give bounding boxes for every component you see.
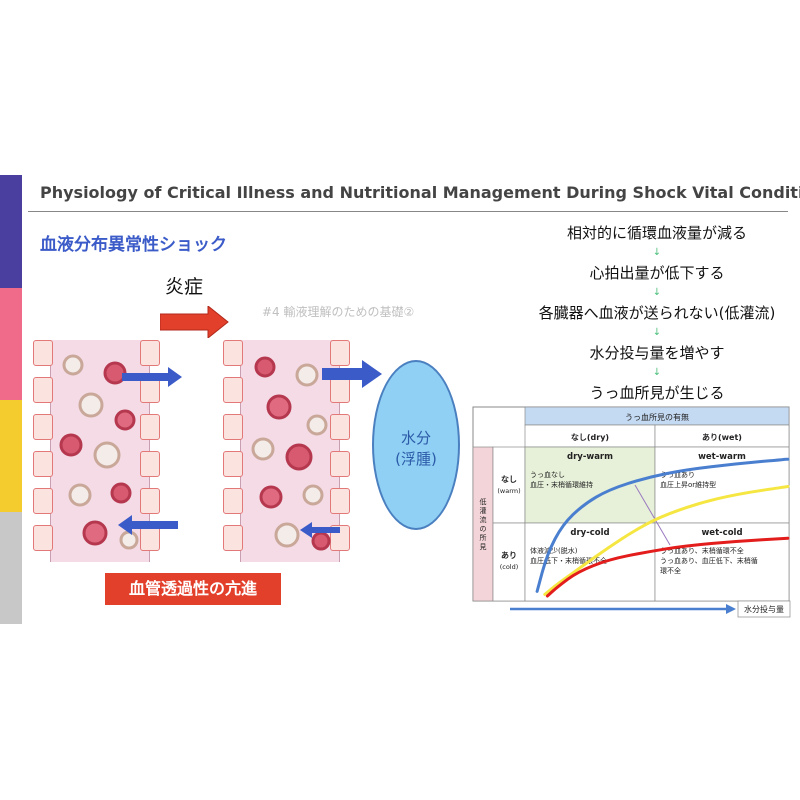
band-yellow	[0, 400, 22, 512]
row-axis-cell	[472, 446, 494, 602]
quadrant-text-dry-warm-2: 血圧・末梢循環維持	[530, 480, 593, 489]
flow-arrow-3: ↓	[652, 327, 662, 338]
quadrant-text-dry-cold-2: 血圧低下・末梢循環不全	[530, 556, 607, 565]
x-axis-label-box	[737, 600, 791, 618]
flow-step-5: うっ血所見が生じる	[589, 384, 725, 402]
slide-watermark: #4 輸液理解のための基礎②	[262, 305, 415, 319]
series-layer	[535, 457, 790, 598]
water-edema-ellipse: 水分 (浮腫)	[372, 360, 460, 530]
row-axis-glyph: の	[480, 525, 487, 533]
quadrant-text-wet-cold-2: うっ血あり、血圧低下、末梢循	[660, 556, 758, 565]
quadrant-dry-warm	[524, 446, 656, 524]
quadrant-title-wet-warm: wet-warm	[698, 452, 746, 462]
slide-title: Physiology of Critical Illness and Nutri…	[40, 183, 800, 202]
quadrant-text-dry-warm-1: うっ血なし	[530, 470, 565, 479]
row-header-warm	[492, 446, 526, 524]
row-header-warm-sub: (warm)	[497, 487, 520, 495]
quadrant-text-dry-cold-1: 体液減少(脱水)	[530, 546, 578, 555]
quadrant-text-wet-cold-1: うっ血あり、末梢循環不全	[660, 546, 744, 555]
pointer-line	[634, 484, 671, 546]
arrow-out-before	[118, 515, 178, 535]
flow-arrow-1: ↓	[652, 247, 662, 258]
row-axis-glyph: 見	[480, 543, 487, 551]
permeability-label: 血管透過性の亢進	[105, 573, 281, 605]
x-axis-label: 水分投与量	[744, 604, 784, 614]
edema-label: (浮腫)	[395, 450, 437, 468]
row-axis-glyph: 流	[480, 515, 487, 524]
band-gray	[0, 512, 22, 624]
arrow-out-after	[322, 360, 382, 388]
quadrant-title-dry-cold: dry-cold	[570, 528, 609, 538]
header-top-text: うっ血所見の有無	[625, 412, 689, 422]
water-label: 水分	[400, 429, 431, 447]
flow-step-1: 相対的に循環血液量が減る	[566, 224, 747, 242]
series-line-3	[545, 536, 790, 598]
band-pink	[0, 288, 22, 400]
flow-step-4: 水分投与量を増やす	[589, 344, 725, 362]
title-divider	[28, 211, 788, 212]
row-header-warm-main: なし	[501, 475, 517, 484]
blood-cells-after	[251, 356, 331, 551]
flow-arrow-2: ↓	[652, 287, 662, 298]
quadrant-title-wet-cold: wet-cold	[701, 528, 742, 538]
quadrant-title-dry-warm: dry-warm	[567, 452, 613, 462]
inflammation-label: 炎症	[165, 276, 204, 298]
arrow-in-after	[300, 522, 340, 538]
flow-step-3: 各臓器へ血液が送られない(低灌流)	[538, 304, 776, 322]
quadrant-text-wet-warm-1: うっ血あり	[660, 470, 695, 479]
inflammation-arrow	[160, 306, 229, 338]
quadrant-wet-cold	[654, 522, 790, 602]
series-line-2	[543, 485, 790, 596]
flow-step-2: 心拍出量が低下する	[589, 264, 725, 282]
series-line-1	[535, 457, 790, 593]
row-header-cold-main: あり	[501, 551, 517, 560]
slide-subtitle: 血液分布異常性ショック	[40, 235, 227, 255]
row-header-cold	[492, 522, 526, 602]
band-purple	[0, 175, 22, 288]
quadrant-text-wet-cold-3: 環不全	[660, 566, 681, 575]
flow-arrow-4: ↓	[652, 367, 662, 378]
x-axis-arrowhead	[726, 604, 736, 614]
arrow-in-before	[122, 367, 182, 387]
quadrant-text-wet-warm-2: 血圧上昇or維持型	[660, 480, 716, 489]
row-axis-glyph: 所	[480, 533, 487, 542]
row-header-cold-sub: (cold)	[500, 563, 519, 571]
col-header-dry: なし(dry)	[571, 433, 609, 442]
row-axis-glyph: 低	[480, 497, 487, 506]
row-axis-glyph: 灌	[480, 506, 487, 515]
col-header-wet: あり(wet)	[702, 433, 742, 442]
